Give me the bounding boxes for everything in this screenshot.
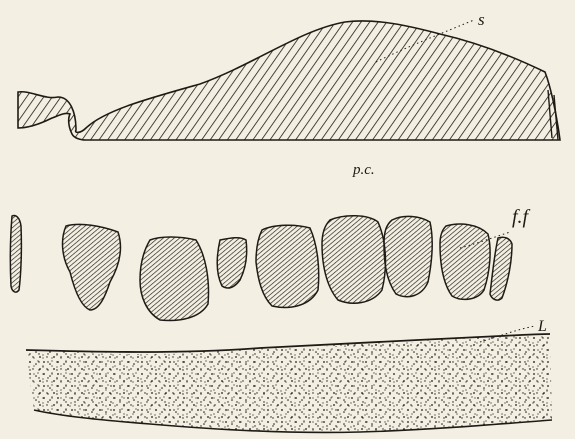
fascicle-3 xyxy=(140,237,209,320)
fascicle-7 xyxy=(384,216,432,296)
fascicle-2 xyxy=(63,224,121,310)
label-s: s xyxy=(478,10,485,30)
fascicle-5 xyxy=(256,225,319,307)
layer-s xyxy=(18,21,560,140)
label-ff: f.f xyxy=(512,206,528,229)
fascicle-row xyxy=(10,215,512,320)
fascicle-1 xyxy=(10,215,21,292)
layer-l-dense xyxy=(26,336,552,433)
fascicle-8 xyxy=(440,224,490,299)
fascicle-6 xyxy=(322,216,385,303)
fascicle-9 xyxy=(490,237,512,300)
label-l: L xyxy=(538,318,547,336)
fascicle-4 xyxy=(217,238,246,288)
label-pc: p.c. xyxy=(353,162,375,179)
